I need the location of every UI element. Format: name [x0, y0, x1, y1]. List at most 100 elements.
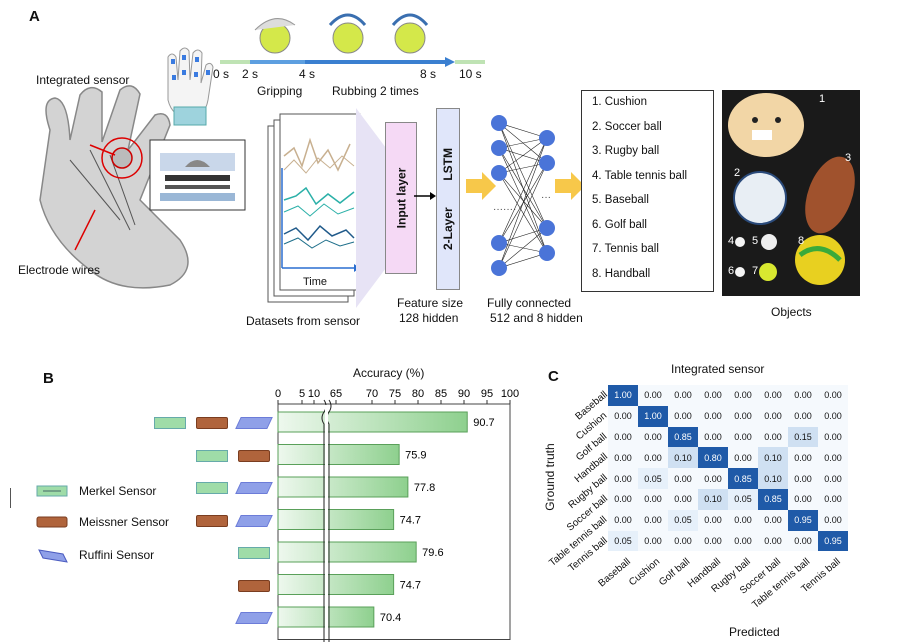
- confusion-cell: 0.00: [818, 489, 848, 510]
- ruffini-sensor-icon: [235, 417, 273, 429]
- confusion-cell: 0.00: [698, 468, 728, 489]
- panel-b-divider: [10, 488, 11, 508]
- column-label: Tennis ball: [799, 556, 843, 596]
- merkel-sensor-icon: [154, 417, 186, 429]
- confusion-cell: 0.95: [818, 530, 848, 552]
- confusion-cell: 0.00: [728, 509, 758, 531]
- sensor-dataset-plot: [267, 113, 361, 303]
- feature-caption-2: 128 hidden: [399, 311, 459, 325]
- column-label: Baseball: [596, 556, 633, 590]
- confusion-cell: 0.00: [638, 426, 668, 448]
- confusion-cell: 0.00: [818, 509, 848, 531]
- legend-meissner-label: Meissner Sensor: [79, 515, 170, 529]
- ruffini-sensor-icon: [235, 482, 273, 494]
- bar-value-label: 74.7: [400, 515, 421, 527]
- confusion-cell: 0.85: [758, 489, 788, 510]
- confusion-cell: 0.85: [728, 468, 758, 489]
- phase-gripping: Gripping: [257, 84, 303, 98]
- glove-illustration: [39, 85, 189, 289]
- photo-number-6: 6: [728, 265, 735, 277]
- confusion-cell: 0.10: [758, 468, 788, 489]
- confusion-cell: 0.00: [818, 385, 848, 406]
- accuracy-bar: [277, 509, 395, 530]
- confusion-cell: 1.00: [638, 405, 668, 427]
- legend-ruffini: Ruffini Sensor: [35, 546, 154, 564]
- panel-b-label: B: [43, 370, 54, 387]
- object-item: 1. Cushion: [592, 96, 647, 108]
- confusion-cell: 0.00: [608, 405, 638, 427]
- confusion-cell: 0.00: [698, 509, 728, 531]
- confusion-cell: 0.00: [758, 509, 788, 531]
- meissner-sensor-icon: [36, 516, 68, 528]
- meissner-sensor-icon: [196, 514, 228, 527]
- row-label: Rugby ball: [566, 472, 610, 512]
- yellow-arrow-2: [555, 172, 585, 200]
- ruffini-sensor-icon: [235, 612, 273, 624]
- confusion-cell: 0.00: [818, 405, 848, 427]
- axis-break-line: [321, 399, 327, 642]
- column-label: Rugby ball: [709, 556, 753, 596]
- confusion-cell: 0.00: [668, 530, 698, 552]
- confusion-cell: 0.00: [638, 385, 668, 406]
- panel-a-label: A: [29, 8, 40, 25]
- input-to-lstm-arrow: [414, 192, 436, 200]
- legend-merkel-label: Merkel Sensor: [79, 484, 157, 498]
- bar-value-label: 77.8: [414, 482, 435, 494]
- confusion-cell: 0.85: [668, 426, 698, 448]
- accuracy-bar: [277, 411, 468, 433]
- confusion-cell: 0.00: [608, 468, 638, 489]
- fully-connected-network: ······· ···: [491, 115, 555, 276]
- confusion-cell: 0.00: [698, 405, 728, 427]
- confusion-cell: 0.00: [758, 405, 788, 427]
- axis-break-gap: [325, 405, 328, 639]
- merkel-sensor-icon: [36, 485, 68, 497]
- photo-number-7: 7: [752, 265, 759, 277]
- column-label: Cushion: [627, 556, 663, 589]
- confusion-cell: 0.15: [788, 426, 818, 448]
- input-layer-box: Input layer: [385, 122, 417, 274]
- x-tick-label: 90: [458, 388, 470, 400]
- row-label: Cushion: [574, 410, 610, 443]
- objects-illustration: [728, 93, 855, 285]
- confusion-cell: 0.00: [638, 489, 668, 510]
- object-item: 2. Soccer ball: [592, 120, 662, 133]
- meissner-sensor-icon: [238, 449, 270, 462]
- objects-caption: Objects: [771, 305, 812, 319]
- tick-0s: 0 s: [213, 67, 230, 81]
- bar-value-label: 70.4: [380, 612, 401, 624]
- confusion-cell: 0.05: [608, 530, 638, 552]
- confusion-cell: 1.00: [608, 385, 638, 406]
- photo-number-2: 2: [734, 167, 741, 179]
- row-label: Tennis ball: [566, 534, 610, 574]
- fc-caption-2: 512 and 8 hidden: [490, 311, 583, 325]
- x-tick-label: 100: [501, 388, 519, 400]
- input-layer-label: Input layer: [394, 167, 408, 229]
- column-label: Handball: [685, 556, 723, 591]
- confusion-cell: 0.00: [758, 426, 788, 448]
- confusion-cell: 0.05: [728, 489, 758, 510]
- confusion-xlabel: Predicted: [729, 625, 780, 639]
- tick-10s: 10 s: [459, 67, 482, 81]
- feature-caption-1: Feature size: [397, 296, 464, 310]
- merkel-sensor-icon: [196, 449, 228, 462]
- row-label: Baseball: [573, 389, 610, 423]
- photo-number-3: 3: [845, 152, 852, 164]
- row-label: Handball: [572, 451, 610, 486]
- svg-text:···: ···: [541, 192, 551, 203]
- legend-merkel: Merkel Sensor: [35, 483, 156, 499]
- time-axis-label: Time: [303, 276, 328, 288]
- confusion-cell: 0.00: [818, 468, 848, 489]
- confusion-cell: 0.05: [668, 509, 698, 531]
- object-item: 5. Baseball: [592, 194, 649, 206]
- confusion-cell: 0.00: [638, 530, 668, 552]
- bar-value-label: 79.6: [422, 547, 443, 559]
- confusion-cell: 0.95: [788, 509, 818, 531]
- sensor-cross-section: [149, 139, 246, 211]
- sensor-glove-icon: [167, 47, 214, 126]
- confusion-cell: 0.00: [818, 447, 848, 469]
- sensor-combination-icons: [150, 400, 280, 640]
- confusion-cell: 0.00: [728, 405, 758, 427]
- confusion-cell: 0.10: [698, 489, 728, 510]
- confusion-cell: 0.05: [638, 468, 668, 489]
- photo-number-1: 1: [819, 93, 826, 105]
